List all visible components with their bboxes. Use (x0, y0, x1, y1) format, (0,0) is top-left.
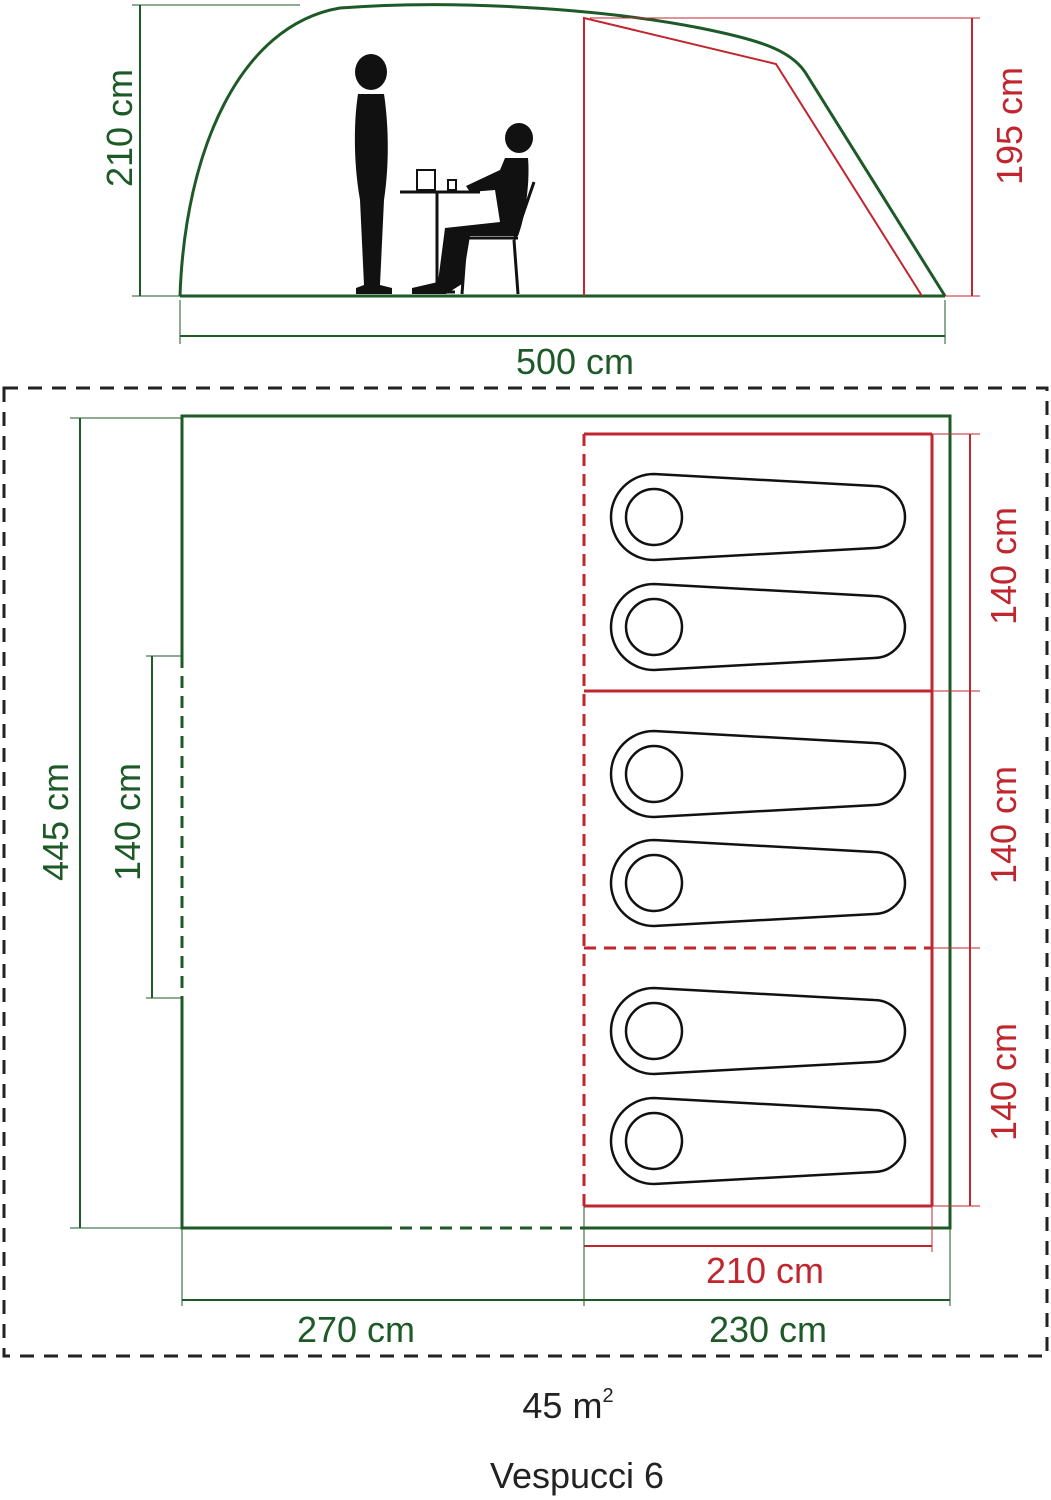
plan-width-label: 445 cm (35, 763, 76, 881)
outer-tent-outline (180, 414, 952, 1230)
chair-icon (460, 181, 536, 295)
inner-tent-profile (583, 16, 923, 297)
side-inner-height-label: 195 cm (989, 67, 1030, 185)
standing-person-icon (354, 54, 392, 294)
sleeping-bag-icon (609, 582, 907, 672)
bedroom-2-label: 140 cm (983, 766, 1024, 884)
sleeping-bags (609, 472, 907, 1186)
model-name: Vespucci 6 (490, 1455, 664, 1496)
outer-tent-profile (178, 3, 947, 297)
floor-plan: 445 cm 140 cm (2, 386, 1049, 1358)
sleeping-bag-icon (609, 729, 907, 819)
area-value: 45 m (522, 1385, 602, 1426)
inner-depth-label: 210 cm (706, 1250, 824, 1291)
area-label: 45 m2 (522, 1385, 613, 1426)
sleeping-bag-icon (609, 472, 907, 562)
inner-bedrooms (582, 432, 934, 1208)
side-length-label: 500 cm (516, 341, 634, 382)
footer: 45 m2 Vespucci 6 (490, 1385, 664, 1496)
plan-door-label: 140 cm (107, 763, 148, 881)
living-length-label: 270 cm (297, 1309, 415, 1350)
side-view: 210 cm 195 cm (99, 3, 1030, 382)
bedroom-3-label: 140 cm (983, 1023, 1024, 1141)
sitting-person-icon (412, 123, 533, 294)
sleeping-bag-icon (609, 1096, 907, 1186)
sleeping-bag-icon (609, 838, 907, 928)
bedroom-1-label: 140 cm (983, 507, 1024, 625)
sleeping-bag-icon (609, 986, 907, 1076)
area-unit-sup: 2 (602, 1385, 613, 1407)
bedroom-length-label: 230 cm (709, 1309, 827, 1350)
bedroom-dims (932, 433, 980, 1207)
footprint-boundary (2, 386, 1049, 1358)
side-height-label: 210 cm (99, 69, 140, 187)
